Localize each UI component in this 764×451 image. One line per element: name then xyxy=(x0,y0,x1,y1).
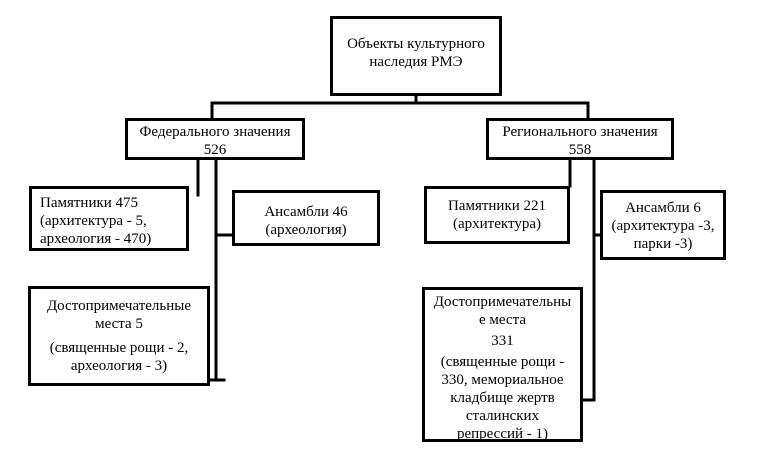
root-label-line1: Объекты культурного xyxy=(347,36,485,52)
federal-ensembles-box: Ансамбли 46 (археология) xyxy=(232,190,380,246)
federal-landmarks-count: места 5 xyxy=(95,316,143,332)
regional-landmarks-detail5: репрессий - 1) xyxy=(456,426,549,442)
regional-landmarks-detail3: кладбище жертв xyxy=(450,390,555,406)
federal-monuments-box: Памятники 475 (архитектура - 5, археолог… xyxy=(29,186,189,251)
federal-landmarks-detail2: археология - 3) xyxy=(70,358,168,374)
federal-landmarks-box: Достопримечательные места 5 (священные р… xyxy=(28,286,210,386)
regional-ensembles-detail1: (архитектура -3, xyxy=(611,218,715,234)
regional-landmarks-title2: е места xyxy=(479,312,526,328)
federal-ensembles-title: Ансамбли 46 xyxy=(264,204,348,220)
federal-landmarks-detail1: (священные рощи - 2, xyxy=(49,340,189,356)
federal-ensembles-detail: (археология) xyxy=(265,222,347,238)
regional-landmarks-count: 331 xyxy=(491,333,514,349)
regional-count: 558 xyxy=(568,142,592,158)
regional-monuments-box: Памятники 221 (архитектура) xyxy=(424,186,570,244)
regional-ensembles-box: Ансамбли 6 (архитектура -3, парки -3) xyxy=(600,190,726,260)
federal-landmarks-title: Достопримечательные xyxy=(46,298,192,314)
federal-box: Федерального значения 526 xyxy=(125,118,305,160)
root-box: Объекты культурного наследия РМЭ xyxy=(330,16,502,96)
federal-count: 526 xyxy=(203,142,227,158)
regional-title: Регионального значения xyxy=(502,124,658,140)
regional-landmarks-detail2: 330, мемориальное xyxy=(441,372,564,388)
regional-ensembles-detail2: парки -3) xyxy=(633,236,693,252)
federal-monuments-detail2: археология - 470) xyxy=(40,231,152,247)
root-label-line2: наследия РМЭ xyxy=(369,54,463,70)
regional-landmarks-box: Достопримечательны е места 331 (священны… xyxy=(422,287,583,442)
federal-monuments-title: Памятники 475 xyxy=(40,195,139,211)
regional-ensembles-title: Ансамбли 6 xyxy=(625,200,701,216)
regional-box: Регионального значения 558 xyxy=(486,118,674,160)
federal-monuments-detail1: (архитектура - 5, xyxy=(40,213,147,229)
regional-monuments-detail: (архитектура) xyxy=(453,216,541,232)
regional-monuments-title: Памятники 221 xyxy=(447,198,547,214)
regional-landmarks-title1: Достопримечательны xyxy=(433,294,572,310)
federal-title: Федерального значения xyxy=(139,124,291,140)
regional-landmarks-detail4: сталинских xyxy=(465,408,540,424)
regional-landmarks-detail1: (священные рощи - xyxy=(440,354,565,370)
